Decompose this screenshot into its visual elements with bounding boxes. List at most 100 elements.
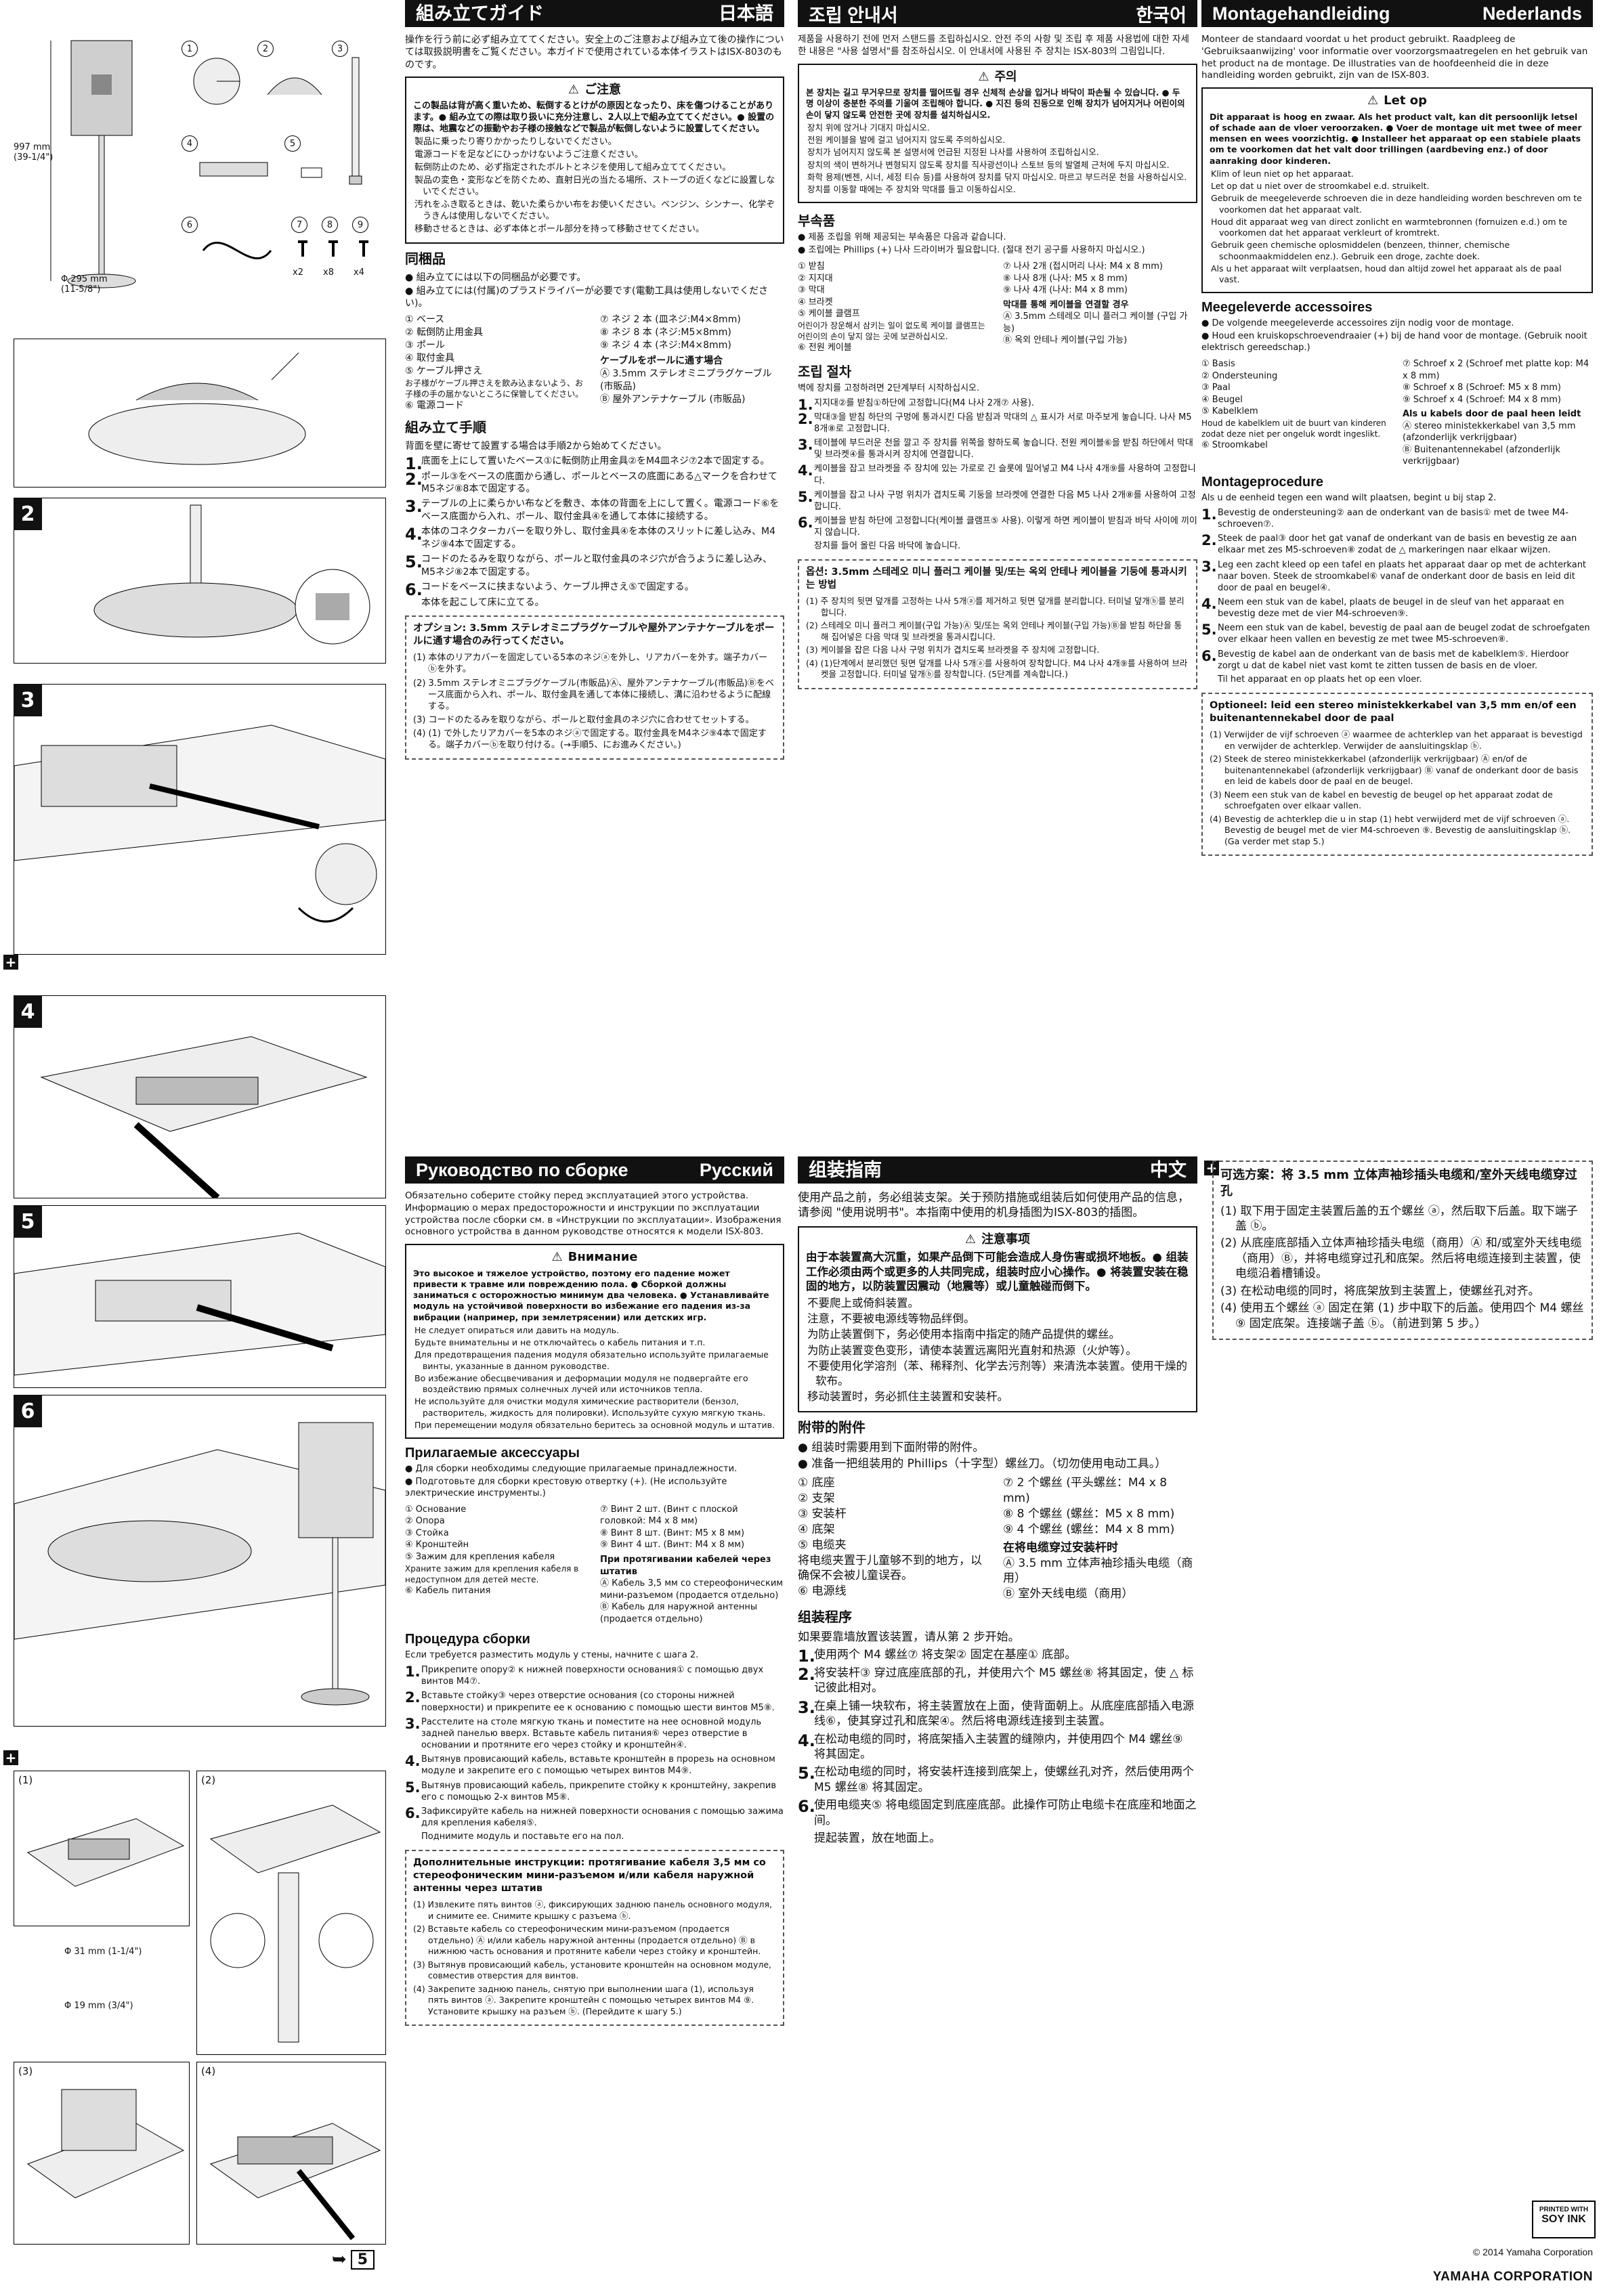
option-diagram-2: (2)	[196, 1771, 386, 2055]
step-text: コードをベースに挟まないよう、ケーブル押さえ⑤で固定する。	[421, 582, 694, 593]
procedure-intro: Если требуется разместить модуль у стены…	[405, 1650, 699, 1661]
caution-item: 移動させるときは、必ず本体とポール部分を持って移動させてください。	[414, 223, 704, 234]
unit-on-stand-illustration	[50, 40, 136, 288]
option-title: 可选方案：将 3.5 mm 立体声袖珍插头电缆和/室外天线电缆穿过孔	[1220, 1168, 1577, 1198]
option-box: オプション: 3.5mm ステレオミニプラグケーブルや屋外アンテナケーブルをポー…	[405, 615, 784, 760]
procedure-title: 조립 절차	[798, 364, 852, 380]
section-chinese-option: 可选方案：将 3.5 mm 立体声袖珍插头电缆和/室外天线电缆穿过孔 (1) 取…	[1212, 1156, 1593, 1454]
section-language: 한국어	[1136, 5, 1187, 26]
accessories-title: Meegeleverde accessoires	[1201, 300, 1373, 316]
option-step: (4) Bevestig de achterklep die u in stap…	[1210, 813, 1571, 846]
caution-warning: この製品は背が高く重いため、転倒するとけがの原因となったり、床を傷つけることがあ…	[413, 100, 775, 134]
caution-item: 製品に乗ったり寄りかかったりしないでください。	[414, 137, 617, 148]
accessory-item: ⑦ 2 个螺丝 (平头螺丝：M4 x 8 mm)	[1003, 1475, 1168, 1505]
option-box: 옵션: 3.5mm 스테레오 미니 플러그 케이블 및/또는 옥외 안테나 케이…	[798, 559, 1197, 689]
option-diagram-4: (4)	[196, 2062, 386, 2245]
caution-item: 注意，不要被电源线等物品绊倒。	[807, 1312, 975, 1326]
option-step: (1) 取下用于固定主装置后盖的五个螺丝 ⓐ，然后取下后盖。取下端子盖 ⓑ。	[1220, 1204, 1578, 1233]
caution-item: Не следует опираться или давить на модул…	[414, 1324, 620, 1335]
section-title: 組み立てガイド	[416, 3, 544, 24]
warning-icon: ⚠	[964, 1232, 977, 1247]
step-text: テーブルの上に柔らかい布などを敷き、本体の背面を上にして置く。電源コード⑥をベー…	[421, 498, 780, 522]
accessory-subheading: ケーブルをポールに通す場合	[600, 355, 723, 366]
accessories-line: ● Для сборки необходимы следующие прилаг…	[405, 1464, 738, 1475]
step-text: Neem een stuk van de kabel, plaats de be…	[1218, 597, 1564, 620]
section-title: 组装指南	[809, 1159, 882, 1180]
step-text: 本体のコネクターカバーを取り外し、取付金具④を本体のスリットに差し込み、M4ネジ…	[421, 526, 775, 550]
step-end: Til het apparaat en op plaats het op een…	[1218, 674, 1422, 685]
accessory-subheading: 在将电缆穿过安装杆时	[1003, 1540, 1118, 1555]
step-4-number: 4	[14, 995, 42, 1028]
accessory-item: ⑧ Винт 8 шт. (Винт: M5 x 8 мм)	[600, 1528, 745, 1538]
option-step: (2) 스테레오 미니 플러그 케이블(구입 가능)Ⓐ 및/또는 옥외 안테나 …	[806, 620, 1182, 642]
section-chinese: 组装指南中文 使用产品之前，务必组装支架。关于预防措施或组装后如何使用产品的信息…	[798, 1156, 1197, 2296]
step-text: コードのたるみを取りながら、ポールと取付金具のネジ穴が合うように差し込み、M5ネ…	[421, 554, 772, 578]
qty-8: x8	[323, 267, 334, 278]
option-title: 옵션: 3.5mm 스테레오 미니 플러그 케이블 및/또는 옥외 안테나 케이…	[806, 567, 1187, 591]
procedure-title: Montageprocedure	[1201, 474, 1324, 490]
step-text: Зафиксируйте кабель на нижней поверхност…	[421, 1806, 784, 1829]
intro-text: Monteer de standaard voordat u het produ…	[1201, 34, 1588, 81]
accessories-line: ● Подготовьте для сборки крестовую отвер…	[405, 1477, 727, 1498]
pole-part-illustration	[349, 57, 362, 185]
base-diameter-label: Φ 295 mm (11-5/8")	[61, 274, 108, 295]
section-title: Руководство по сборке	[416, 1159, 628, 1180]
procedure-intro: 如果要靠墙放置该装置，请从第 2 步开始。	[798, 1630, 1020, 1645]
step-3-number: 3	[14, 684, 42, 716]
step-text: ポール③をベースの底面から通し、ポールとベースの底面にある△マークを合わせてM5…	[421, 471, 777, 494]
option-step: (2) 3.5mm ステレオミニプラグケーブル(市販品)Ⓐ、屋外アンテナケーブル…	[413, 678, 774, 712]
accessory-item: ③ ポール	[405, 339, 446, 351]
sub-label-1: (1)	[18, 1774, 33, 1786]
section-title: Montagehandleiding	[1212, 3, 1390, 24]
step-6-diagram	[14, 1395, 386, 1727]
warning-icon: ⚠	[568, 83, 580, 98]
part-8-number: 8	[322, 217, 338, 233]
step-text: 在桌上铺一块软布，将主装置放在上面，使背面朝上。从底座底部插入电源线⑥，使其穿过…	[814, 1699, 1194, 1729]
accessory-item: ⑨ 나사 4개 (나사: M4 x 8 mm)	[1003, 285, 1128, 296]
caution-title: Let op	[1384, 93, 1427, 108]
caution-item: 为防止装置变色变形，请使本装置远离阳光直射和热源（火炉等）。	[807, 1343, 1137, 1357]
accessory-item: ④ Кронштейн	[405, 1540, 469, 1551]
procedure-intro: 벽에 장치를 고정하려면 2단계부터 시작하십시오.	[798, 383, 980, 393]
accessory-item: ⑥ 電源コード	[405, 399, 465, 411]
option-step: (2) 从底座底部插入立体声袖珍插头电缆（商用）Ⓐ 和/或室外天线电缆（商用）Ⓑ…	[1220, 1236, 1582, 1281]
caution-item: Klim of leun niet op het apparaat.	[1211, 168, 1354, 179]
caution-item: Gebruik de meegeleverde schroeven die in…	[1211, 193, 1582, 215]
accessory-item: ⑤ 케이블 클램프	[798, 309, 860, 320]
caution-item: Не используйте для очистки модуля химиче…	[414, 1396, 766, 1418]
accessory-item: ⑥ 电源线	[798, 1584, 847, 1599]
accessory-note: Houd de kabelklem uit de buurt van kinde…	[1201, 418, 1386, 439]
section-language: Русский	[699, 1159, 773, 1180]
caution-item: 为防止装置倒下，务必使用本指南中指定的随产品提供的螺丝。	[807, 1328, 1120, 1341]
caution-item: Let op dat u niet over de stroomkabel e.…	[1211, 181, 1430, 192]
intro-text: 제품을 사용하기 전에 먼저 스탠드를 조립하십시오. 안전 주의 사항 및 조…	[798, 34, 1189, 57]
warning-icon: ⚠	[978, 69, 989, 84]
goto-step-number: 5	[350, 2249, 375, 2270]
option-diagram-1: (1)	[14, 1771, 190, 1926]
accessory-item: Ⓐ 3.5 mm 立体声袖珍插头电缆（商用）	[1003, 1556, 1193, 1586]
option-step: (4) (1)단계에서 분리했던 뒷면 덮개를 나사 5개ⓐ를 사용하여 장착합…	[806, 657, 1188, 680]
step-text: Прикрепите опору② к нижней поверхности о…	[421, 1665, 764, 1687]
goto-step-5: ➥ 5	[332, 2249, 375, 2270]
accessory-item: ⑧ 8 个螺丝 (螺丝：M5 x 8 mm)	[1003, 1507, 1175, 1521]
pole-dimension-2: Φ 19 mm (3/4")	[64, 2001, 133, 2011]
caution-item: Во избежание обесцвечивания и деформации…	[414, 1372, 748, 1395]
caution-item: 화학 용제(벤젠, 시너, 세정 티슈 등)를 사용하여 장치를 닦지 마십시오…	[807, 171, 1187, 182]
accessory-item: ⑤ Kabelklem	[1201, 406, 1258, 417]
plus-icon: +	[1204, 1161, 1219, 1175]
caution-warning: Dit apparaat is hoog en zwaar. Als het p…	[1210, 111, 1582, 166]
step-text: Вытянув провисающий кабель, вставьте кро…	[421, 1754, 775, 1777]
procedure-title: Процедура сборки	[405, 1632, 530, 1647]
accessory-item: Ⓑ 室外天线电缆（商用）	[1003, 1587, 1134, 1601]
accessory-item: Ⓐ 3.5mm 스테레오 미니 플러그 케이블 (구입 가능)	[1003, 311, 1188, 334]
step-text: 底面を上にして置いたベース①に転倒防止用金具②をM4皿ネジ⑦2本で固定する。	[421, 456, 770, 467]
accessory-note: Храните зажим для крепления кабеля в нед…	[405, 1563, 579, 1584]
step-text: Bevestig de ondersteuning② aan de onderk…	[1218, 507, 1568, 530]
header-chinese: 组装指南中文	[798, 1156, 1197, 1184]
sub-label-2: (2)	[201, 1774, 216, 1786]
